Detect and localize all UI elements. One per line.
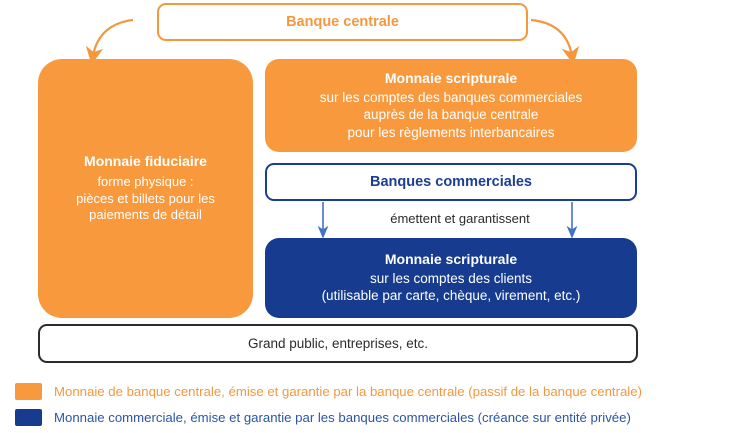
legend-swatch-orange (15, 383, 42, 400)
fiduciary-money-title: Monnaie fiduciaire (84, 153, 207, 170)
scriptural-cb-title: Monnaie scripturale (384, 70, 518, 87)
legend-item-commercial-money: Monnaie commerciale, émise et garantie p… (15, 409, 631, 426)
legend-item-central-bank-money: Monnaie de banque centrale, émise et gar… (15, 383, 642, 400)
arrow-central-to-scriptural (530, 18, 580, 65)
scriptural-clients-title: Monnaie scripturale (384, 251, 518, 268)
scriptural-cb-line-2: auprès de la banque centrale (363, 107, 539, 123)
fiduciary-money-box[interactable]: Monnaie fiduciaire forme physique : pièc… (38, 59, 253, 318)
scriptural-clients-line-2: (utilisable par carte, chèque, virement,… (321, 288, 581, 304)
general-public-box[interactable]: Grand public, entreprises, etc. (38, 324, 638, 363)
fiduciary-money-line-3: paiements de détail (89, 207, 202, 223)
scriptural-money-clients-box[interactable]: Monnaie scripturale sur les comptes des … (265, 238, 637, 318)
scriptural-clients-line-1: sur les comptes des clients (369, 271, 533, 287)
fiduciary-money-line-2: pièces et billets pour les (76, 190, 215, 206)
legend-label-commercial-money: Monnaie commerciale, émise et garantie p… (54, 410, 631, 425)
arrow-central-to-fiduciary (85, 18, 134, 65)
scriptural-cb-line-1: sur les comptes des banques commerciales (319, 90, 583, 106)
central-bank-label: Banque centrale (286, 13, 399, 30)
general-public-label: Grand public, entreprises, etc. (247, 335, 429, 351)
commercial-banks-box[interactable]: Banques commerciales (265, 163, 637, 201)
legend-label-central-bank-money: Monnaie de banque centrale, émise et gar… (54, 384, 642, 399)
scriptural-money-central-bank-box[interactable]: Monnaie scripturale sur les comptes des … (265, 59, 637, 152)
issue-guarantee-label: émettent et garantissent (390, 211, 530, 226)
commercial-banks-label: Banques commerciales (370, 173, 532, 190)
legend-swatch-blue (15, 409, 42, 426)
fiduciary-money-line-1: forme physique : (97, 174, 194, 190)
scriptural-cb-line-3: pour les règlements interbancaires (347, 124, 555, 140)
central-bank-box[interactable]: Banque centrale (157, 3, 528, 41)
